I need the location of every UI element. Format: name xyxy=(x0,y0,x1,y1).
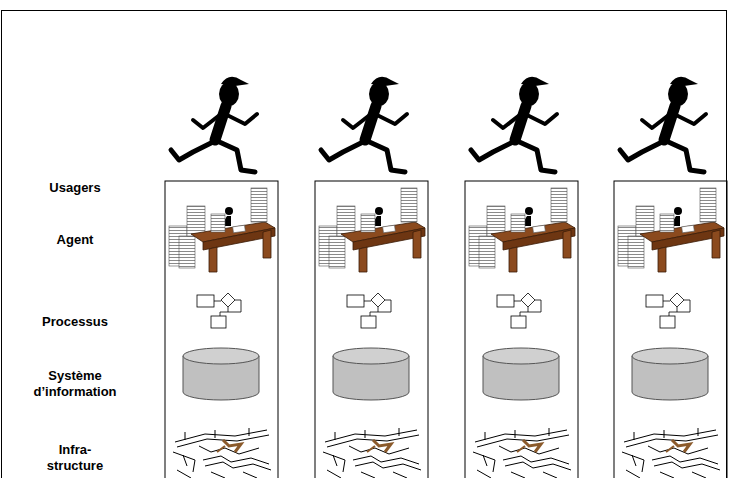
column-figure xyxy=(165,77,278,478)
column-figure xyxy=(614,77,727,478)
column-figure xyxy=(315,77,428,478)
row-label: Processus xyxy=(20,314,130,330)
outer-frame xyxy=(2,11,727,478)
row-label: Usagers xyxy=(20,180,130,196)
row-label: Système d’information xyxy=(20,368,130,400)
row-label: Infra- structure xyxy=(40,442,110,474)
column-figure xyxy=(465,77,578,478)
row-label: Agent xyxy=(20,232,130,248)
